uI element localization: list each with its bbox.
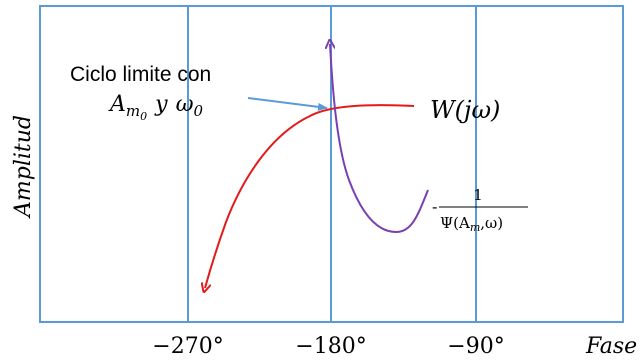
inverse-psi-curve (330, 44, 429, 234)
tick-label-270: −270° (152, 334, 223, 359)
y-axis-label: Amplitud (11, 115, 36, 219)
inverse-psi-label-numerator: 1 (473, 186, 483, 204)
tick-label-180: −180° (295, 334, 366, 359)
w-jw-curve (205, 104, 415, 288)
annotation-line1: Ciclo limite con (70, 63, 211, 86)
tick-label-90: −90° (447, 334, 504, 359)
inverse-psi-label-minus: - (432, 197, 437, 216)
w-jw-label: W(jω) (430, 96, 500, 124)
inverse-psi-label-denominator: Ψ(Am,ω) (440, 214, 503, 234)
limit-cycle-pointer-arrow (247, 97, 328, 111)
x-axis-label: Fase (585, 334, 637, 359)
